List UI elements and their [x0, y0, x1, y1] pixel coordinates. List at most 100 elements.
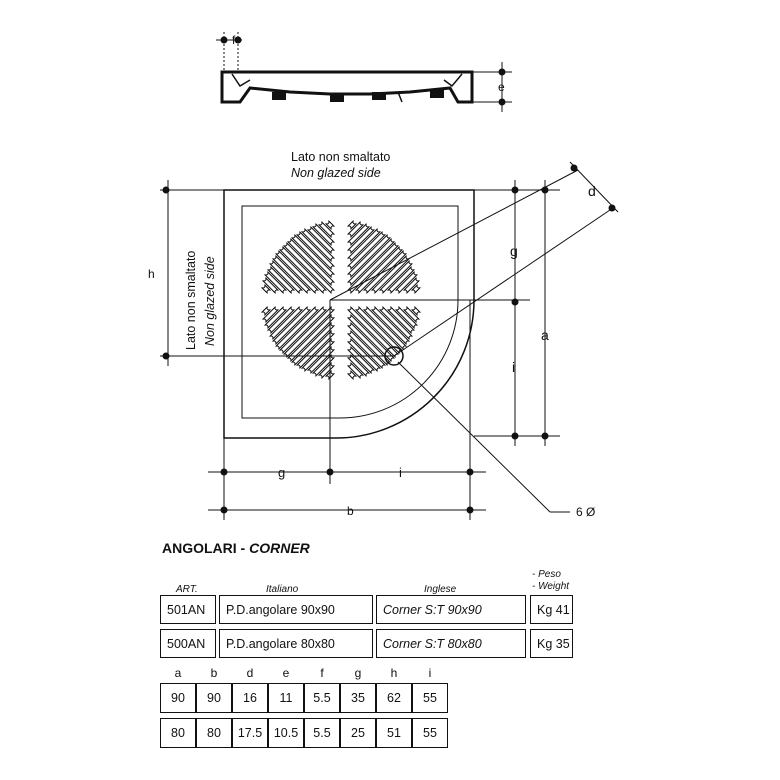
- section-title: ANGOLARI - CORNER: [162, 540, 310, 556]
- anti-slip-rib: [347, 362, 364, 379]
- anti-slip-rib: [395, 306, 418, 329]
- anti-slip-rib: [275, 250, 319, 294]
- dim-r2-e: 10.5: [268, 718, 304, 748]
- anti-slip-rib: [307, 346, 335, 374]
- dim-r2-h: 51: [376, 718, 412, 748]
- anti-slip-rib: [347, 354, 370, 377]
- dim-label-h: h: [148, 267, 155, 281]
- dim-label-i-horizontal: i: [399, 465, 402, 480]
- section-title-italic: CORNER: [249, 540, 310, 556]
- anti-slip-rib: [291, 234, 335, 278]
- dim-r2-a: 80: [160, 718, 196, 748]
- header-weight: - Weight: [532, 581, 570, 592]
- anti-slip-rib: [363, 250, 407, 294]
- anti-slip-rib: [264, 271, 287, 294]
- anti-slip-rib: [347, 226, 375, 254]
- anti-slip-rib: [347, 330, 386, 369]
- dim-label-g-horizontal: g: [278, 465, 285, 480]
- anti-slip-rib: [269, 260, 303, 294]
- anti-slip-rib: [279, 246, 327, 294]
- anti-slip-rib: [325, 370, 335, 380]
- anti-slip-rib: [355, 306, 403, 354]
- anti-slip-rib: [267, 306, 295, 334]
- dim-r2-i: 55: [412, 718, 448, 748]
- anti-slip-rib: [262, 277, 279, 294]
- anti-slip-rib: [347, 322, 391, 366]
- anti-slip-rib: [347, 231, 386, 270]
- dim-r2-d: 17.5: [232, 718, 268, 748]
- dim-r1-e: 11: [268, 683, 304, 713]
- anti-slip-rib: [312, 354, 335, 377]
- left-side-label-en: Non glazed side: [203, 256, 217, 346]
- anti-slip-rib: [347, 234, 391, 278]
- anti-slip-rib: [267, 266, 295, 294]
- anti-slip-rib: [318, 221, 335, 238]
- dim-label-f: f: [232, 33, 236, 47]
- dim-header-h: h: [390, 666, 398, 680]
- anti-slip-rib: [363, 306, 407, 350]
- anti-slip-rib: [347, 338, 381, 372]
- row-2-art: 500AN: [160, 629, 216, 658]
- row-1-italiano: P.D.angolare 90x90: [219, 595, 373, 624]
- anti-slip-rib: [325, 220, 335, 230]
- anti-slip-rib: [387, 266, 415, 294]
- dim-header-i: i: [428, 666, 432, 680]
- anti-slip-rib: [395, 271, 418, 294]
- anti-slip-rib: [296, 330, 335, 369]
- anti-slip-rib: [347, 228, 381, 262]
- anti-slip-rib: [275, 306, 319, 350]
- anti-slip-rib: [264, 306, 287, 329]
- plan-view: [160, 161, 619, 520]
- anti-slip-rib: [347, 314, 395, 362]
- header-peso: - Peso: [532, 569, 561, 580]
- anti-slip-rib: [283, 306, 335, 358]
- header-inglese: Inglese: [424, 584, 457, 595]
- dim-header-f: f: [320, 666, 324, 680]
- dim-r2-b: 80: [196, 718, 232, 748]
- anti-slip-rib: [301, 338, 335, 372]
- dim-header-d: d: [246, 666, 254, 680]
- anti-slip-rib: [262, 306, 279, 323]
- dim-r1-h: 62: [376, 683, 412, 713]
- anti-slip-rib: [411, 306, 421, 316]
- anti-slip-pattern: [261, 220, 421, 380]
- dim-r2-f: 5.5: [304, 718, 340, 748]
- anti-slip-rib: [411, 284, 421, 294]
- anti-slip-rib: [307, 226, 335, 254]
- anti-slip-rib: [403, 277, 420, 294]
- top-side-label-it: Lato non smaltato: [291, 150, 390, 164]
- row-1-inglese: Corner S:T 90x90: [376, 595, 526, 624]
- dim-label-e: e: [498, 80, 505, 94]
- dim-label-d: d: [588, 183, 596, 199]
- anti-slip-rib: [287, 238, 335, 286]
- anti-slip-rib: [272, 255, 311, 294]
- dim-r1-a: 90: [160, 683, 196, 713]
- anti-slip-rib: [318, 362, 335, 379]
- dim-header-e: e: [282, 666, 290, 680]
- anti-slip-rib: [296, 231, 335, 270]
- dim-header-b: b: [210, 666, 218, 680]
- row-2-inglese: Corner S:T 80x80: [376, 629, 526, 658]
- cross-section-view: [216, 32, 512, 112]
- shower-tray-technical-drawing: f e Lato non smaltato Non glazed side La…: [148, 32, 619, 520]
- dim-r1-i: 55: [412, 683, 448, 713]
- header-art: ART.: [176, 584, 198, 595]
- row-2-italiano: P.D.angolare 80x80: [219, 629, 373, 658]
- dim-label-i-vertical: i: [512, 359, 515, 375]
- anti-slip-rib: [355, 246, 403, 294]
- anti-slip-rib: [347, 238, 395, 286]
- anti-slip-rib: [283, 242, 335, 294]
- anti-slip-rib: [347, 306, 399, 358]
- anti-slip-rib: [379, 306, 413, 340]
- dim-header-a: a: [174, 666, 182, 680]
- anti-slip-rib: [379, 260, 413, 294]
- dim-r1-g: 35: [340, 683, 376, 713]
- dim-r1-d: 16: [232, 683, 268, 713]
- anti-slip-rib: [347, 223, 370, 246]
- drain-diameter-label: 6 Ø: [576, 505, 595, 519]
- dim-r2-g: 25: [340, 718, 376, 748]
- anti-slip-rib: [269, 306, 303, 340]
- section-title-main: ANGOLARI -: [162, 540, 250, 556]
- top-side-label-en: Non glazed side: [291, 166, 381, 180]
- anti-slip-rib: [387, 306, 415, 334]
